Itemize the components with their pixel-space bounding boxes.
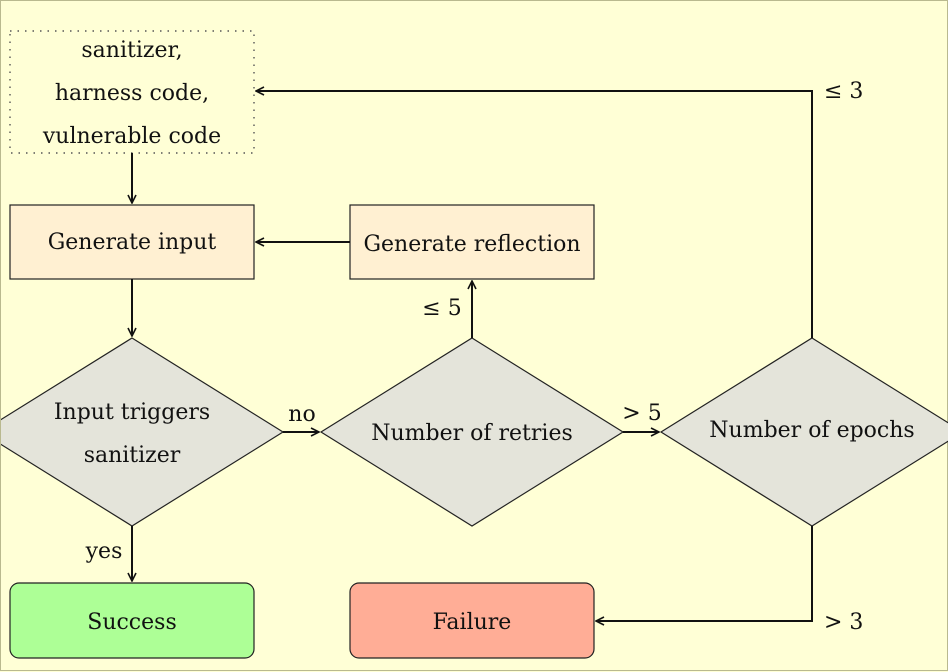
edge-label-yes: yes [85, 539, 123, 564]
edge-epochs-to-inputs [256, 91, 813, 338]
inputs-line-2: harness code, [55, 81, 209, 106]
generate-reflection-node [349, 204, 595, 280]
generate-reflection-label: Generate reflection [363, 232, 580, 257]
edge-label-epochs-le: ≤ 3 [824, 79, 863, 104]
edge-label-retries-gt: > 5 [622, 401, 661, 426]
failure-label: Failure [433, 610, 512, 635]
retries-label: Number of retries [371, 421, 573, 446]
triggers-sanitizer-decision [1, 337, 285, 527]
edge-label-epochs-gt: > 3 [824, 610, 863, 635]
edge-epochs-to-failure [596, 526, 813, 621]
retries-decision [319, 337, 625, 527]
inputs-line-3: vulnerable code [42, 124, 221, 149]
edge-label-retries-le: ≤ 5 [422, 296, 461, 321]
inputs-line-1: sanitizer, [81, 38, 182, 63]
failure-node [349, 582, 595, 659]
generate-input-label: Generate input [48, 230, 217, 255]
epochs-label: Number of epochs [709, 418, 914, 443]
triggers-label-line-1: Input triggers [54, 400, 210, 425]
success-node [9, 582, 255, 659]
success-label: Success [87, 610, 176, 635]
triggers-label-line-2: sanitizer [84, 443, 181, 468]
edge-label-no: no [288, 402, 315, 427]
